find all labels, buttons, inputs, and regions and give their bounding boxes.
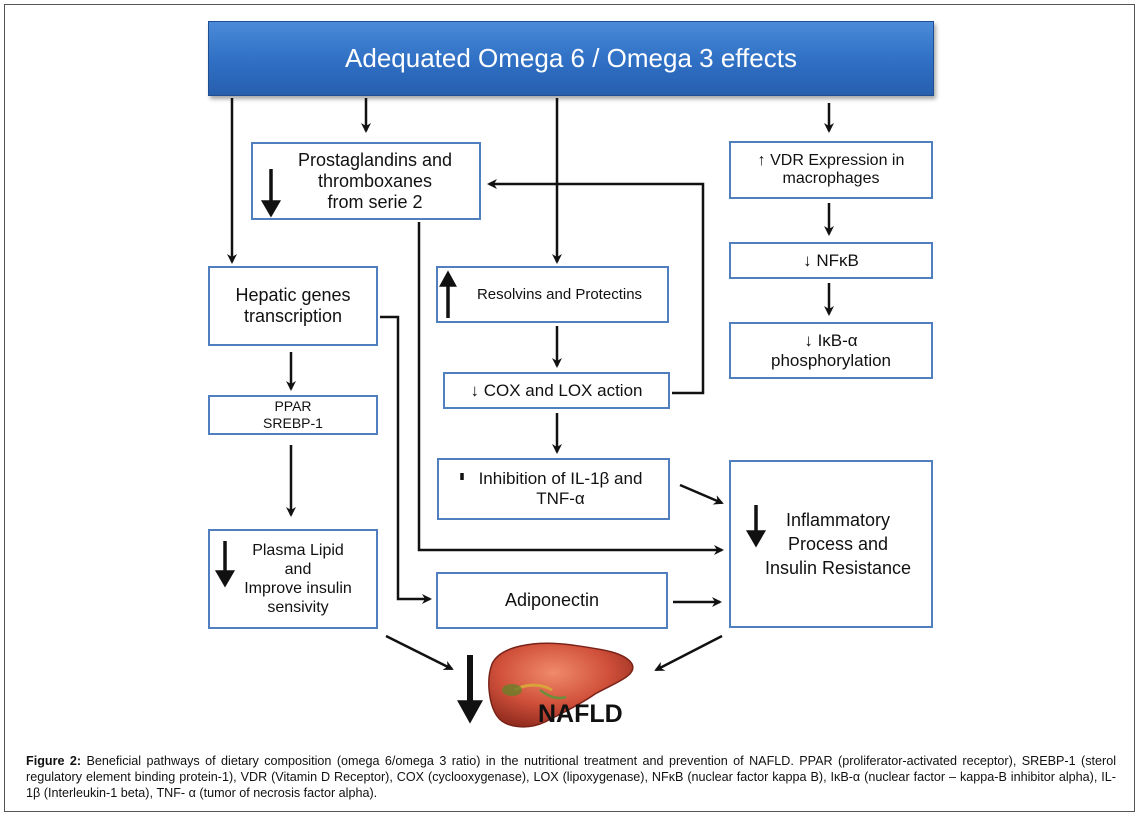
box-plasma: Plasma Lipid and Improve insulin sensivi… [208, 529, 378, 629]
box-plasma-label: Plasma Lipid and Improve insulin sensivi… [244, 542, 352, 616]
box-inflammatory-label: Inflammatory Process and Insulin Resista… [764, 510, 912, 578]
indicator-down-nafld-head [457, 700, 483, 724]
box-cox-lox: ↓ COX and LOX action [443, 372, 670, 409]
arrow-cox-to-prostaglandins [487, 179, 705, 395]
figure-frame [4, 4, 1135, 812]
caption-label: Figure 2: [26, 754, 82, 768]
indicator-down-prostaglandins-head [260, 200, 282, 218]
box-hepatic-label: Hepatic genes transcription [235, 285, 351, 326]
box-adiponectin: Adiponectin [436, 572, 668, 629]
arrow-hepatic-to-adiponectin [380, 315, 432, 604]
indicator-up-resolvins-head [439, 270, 457, 287]
box-adiponectin-label: Adiponectin [504, 590, 600, 610]
box-cox-lox-label: ↓ COX and LOX action [470, 380, 643, 400]
box-ikb: ↓ IκB-α phosphorylation [729, 322, 933, 379]
arrow-plasma-to-nafld [385, 634, 454, 671]
arrow-prostaglandins-to-inflammatory [417, 222, 724, 555]
indicator-down-plasma-head [214, 570, 236, 588]
box-hepatic: Hepatic genes transcription [208, 266, 378, 346]
box-ikb-label: ↓ IκB-α phosphorylation [770, 330, 892, 370]
box-resolvins-label: Resolvins and Protectins [476, 286, 643, 303]
box-prostaglandins: Prostaglandins and thromboxanes from ser… [251, 142, 481, 220]
diagram-header: Adequated Omega 6 / Omega 3 effects [208, 21, 934, 96]
liver-illustration [488, 642, 634, 728]
box-ppar-label: PPAR SREBP-1 [263, 398, 323, 431]
figure-caption: Figure 2: Beneficial pathways of dietary… [26, 753, 1116, 801]
arrow-inflammatory-to-nafld [654, 634, 723, 672]
box-nfkb-label: ↓ NFκB [803, 250, 859, 270]
header-title: Adequated Omega 6 / Omega 3 effects [345, 43, 797, 73]
box-vdr-label: ↑ VDR Expression in macrophages [757, 152, 905, 187]
nafld-label: NAFLD [538, 700, 623, 728]
arrow-inhibition-to-inflammatory [679, 483, 724, 505]
box-vdr: ↑ VDR Expression in macrophages [729, 141, 933, 199]
caption-text: Beneficial pathways of dietary compositi… [26, 754, 1116, 800]
box-inhibition: Inhibition of IL-1β and TNF-α [437, 458, 670, 520]
box-prostaglandins-label: Prostaglandins and thromboxanes from ser… [297, 149, 453, 212]
box-inflammatory: Inflammatory Process and Insulin Resista… [729, 460, 933, 628]
box-nfkb: ↓ NFκB [729, 242, 933, 279]
box-inhibition-label: Inhibition of IL-1β and TNF-α [478, 469, 643, 508]
box-resolvins: Resolvins and Protectins [436, 266, 669, 323]
box-ppar: PPAR SREBP-1 [208, 395, 378, 435]
